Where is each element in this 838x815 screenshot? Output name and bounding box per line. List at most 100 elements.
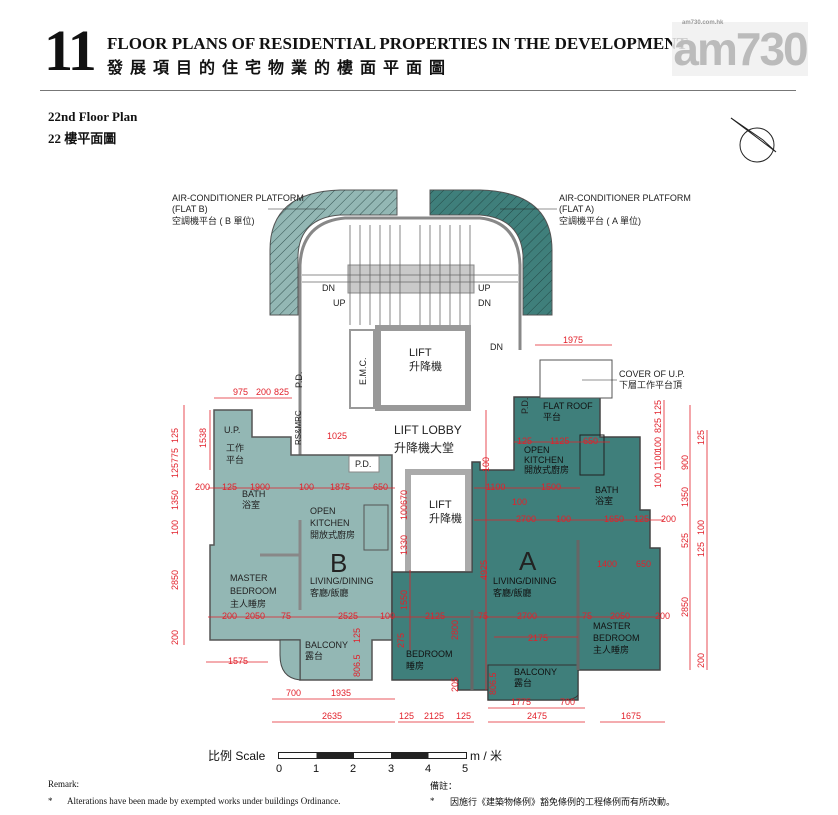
dimension-label: 125 [222,482,237,492]
bath-b-label-zh: 浴室 [242,499,260,510]
dimension-label: 1650 [604,514,624,524]
dimension-label: 2525 [338,611,358,621]
balcony-a-label: BALCONY [514,667,557,677]
section-title-en: FLOOR PLANS OF RESIDENTIAL PROPERTIES IN… [107,34,688,53]
cover-up-label: COVER OF U.P. [619,369,685,379]
stair-up-1: UP [333,298,346,308]
room-labels: AIR-CONDITIONER PLATFORM (FLAT B) 空調機平台 … [172,193,691,688]
kitchen-a-open: OPEN [524,445,550,455]
remark-title-en: Remark: [48,779,79,789]
scale-tick: 5 [462,763,469,775]
dimension-label: 650 [636,559,651,569]
plan-title-zh: 22 樓平面圖 [48,131,117,146]
flat-a-letter: A [519,546,537,576]
dimension-label: 200 [696,653,706,668]
dimension-label: 806.5 [488,672,498,695]
living-a-label-zh: 客廳/飯廳 [493,587,532,598]
dimension-label: 75 [582,611,592,621]
ac-a-label-3: 空調機平台 ( A 單位) [559,215,641,226]
balcony-a-label-zh: 露台 [514,677,532,688]
dimension-label: 2125 [424,711,444,721]
dimension-label: 650 [373,482,388,492]
dimension-label: 1538 [198,428,208,448]
dimension-label: 125 [456,711,471,721]
flat-b-area [209,409,393,681]
dimension-label: 100 [481,457,491,472]
dimension-label: 2635 [322,711,342,721]
dimension-label: 75 [281,611,291,621]
dimension-label: 100 [696,520,706,535]
dimension-label: 1330 [399,535,409,555]
master-b-label-2: BEDROOM [230,586,277,596]
dimension-label: 100 [653,437,663,452]
master-b-label-1: MASTER [230,573,268,583]
living-b-label: LIVING/DINING [310,576,374,586]
dimension-label: 2050 [245,611,265,621]
north-arrow-icon [730,117,777,163]
dimension-label: 1900 [250,482,270,492]
dimension-label: 200 [661,514,676,524]
dimension-label: 650 [583,436,598,446]
stair-dn-1: DN [322,283,335,293]
dimension-label: 1100 [486,482,505,492]
kitchen-b-open: OPEN [310,506,336,516]
up-b-label-zh-1: 工作 [226,442,244,453]
dimension-label: 1500 [541,482,561,492]
dimension-label: 200 [195,482,210,492]
balcony-b-label: BALCONY [305,640,348,650]
bath-b-label: BATH [242,489,265,499]
dimension-label: 975 [233,387,248,397]
flat-roof-label-zh: 平台 [543,411,561,422]
scale-tick: 1 [313,763,320,775]
dimension-label: 1025 [327,431,347,441]
pd-label-2: P.D. [355,459,371,469]
dimension-label: 200 [256,387,271,397]
plan-title-en: 22nd Floor Plan [48,109,138,124]
dimension-label: 4925 [479,560,489,580]
scale-label: 比例 Scale [208,749,266,763]
dimension-label: 825 [274,387,289,397]
dimension-label: 2175 [528,633,548,643]
scale-unit: m / 米 [470,749,502,763]
ac-platform-flat-a [429,189,553,316]
header-divider [40,90,796,91]
dimension-label: 900 [680,455,690,470]
master-a-label-2: BEDROOM [593,633,640,643]
lift-2-label-zh: 升降機 [429,511,462,525]
scale-bar [278,752,467,759]
dimension-label: 2850 [680,597,690,617]
dimension-label: 100 [380,611,395,621]
dimension-label: 200 [222,611,237,621]
dimension-label: 1550 [399,590,409,610]
dimension-label: 806.5 [352,654,362,677]
rsmrc-label: RS&MRC [294,410,303,445]
scale-tick: 0 [276,763,283,775]
dimension-label: 1100 [653,451,663,470]
master-a-label-1: MASTER [593,621,631,631]
lift-lobby-label-zh: 升降機大堂 [394,440,454,455]
bedroom-a-label: BEDROOM [406,649,453,659]
building-core [298,216,522,577]
dimension-label: 125 [653,400,663,415]
pd-label-1: P.D. [294,372,304,388]
ac-a-label-2: (FLAT A) [559,204,594,214]
ac-b-label-3: 空調機平台 ( B 單位) [172,215,255,226]
dimension-label: 2800 [450,620,460,640]
ac-platform-flat-b [269,189,398,316]
lift-2-label: LIFT [429,499,452,511]
dimension-label: 125 [634,514,649,524]
dimension-label: 125 [696,430,706,445]
ac-a-label-1: AIR-CONDITIONER PLATFORM [559,193,691,203]
emc-label: E.M.C. [358,357,368,385]
lift-1-label-zh: 升降機 [409,359,442,373]
dimension-label: 100 [556,514,571,524]
scale-tick: 2 [350,763,357,775]
dimension-label: 100 [170,520,180,535]
dimension-label: 200 [170,630,180,645]
remark-bullet-zh: * [430,796,435,806]
remark-bullet-en: * [48,796,53,806]
dimension-label: 2050 [610,611,630,621]
stair-dn-2: DN [478,298,491,308]
dimension-label: 200 [655,611,670,621]
